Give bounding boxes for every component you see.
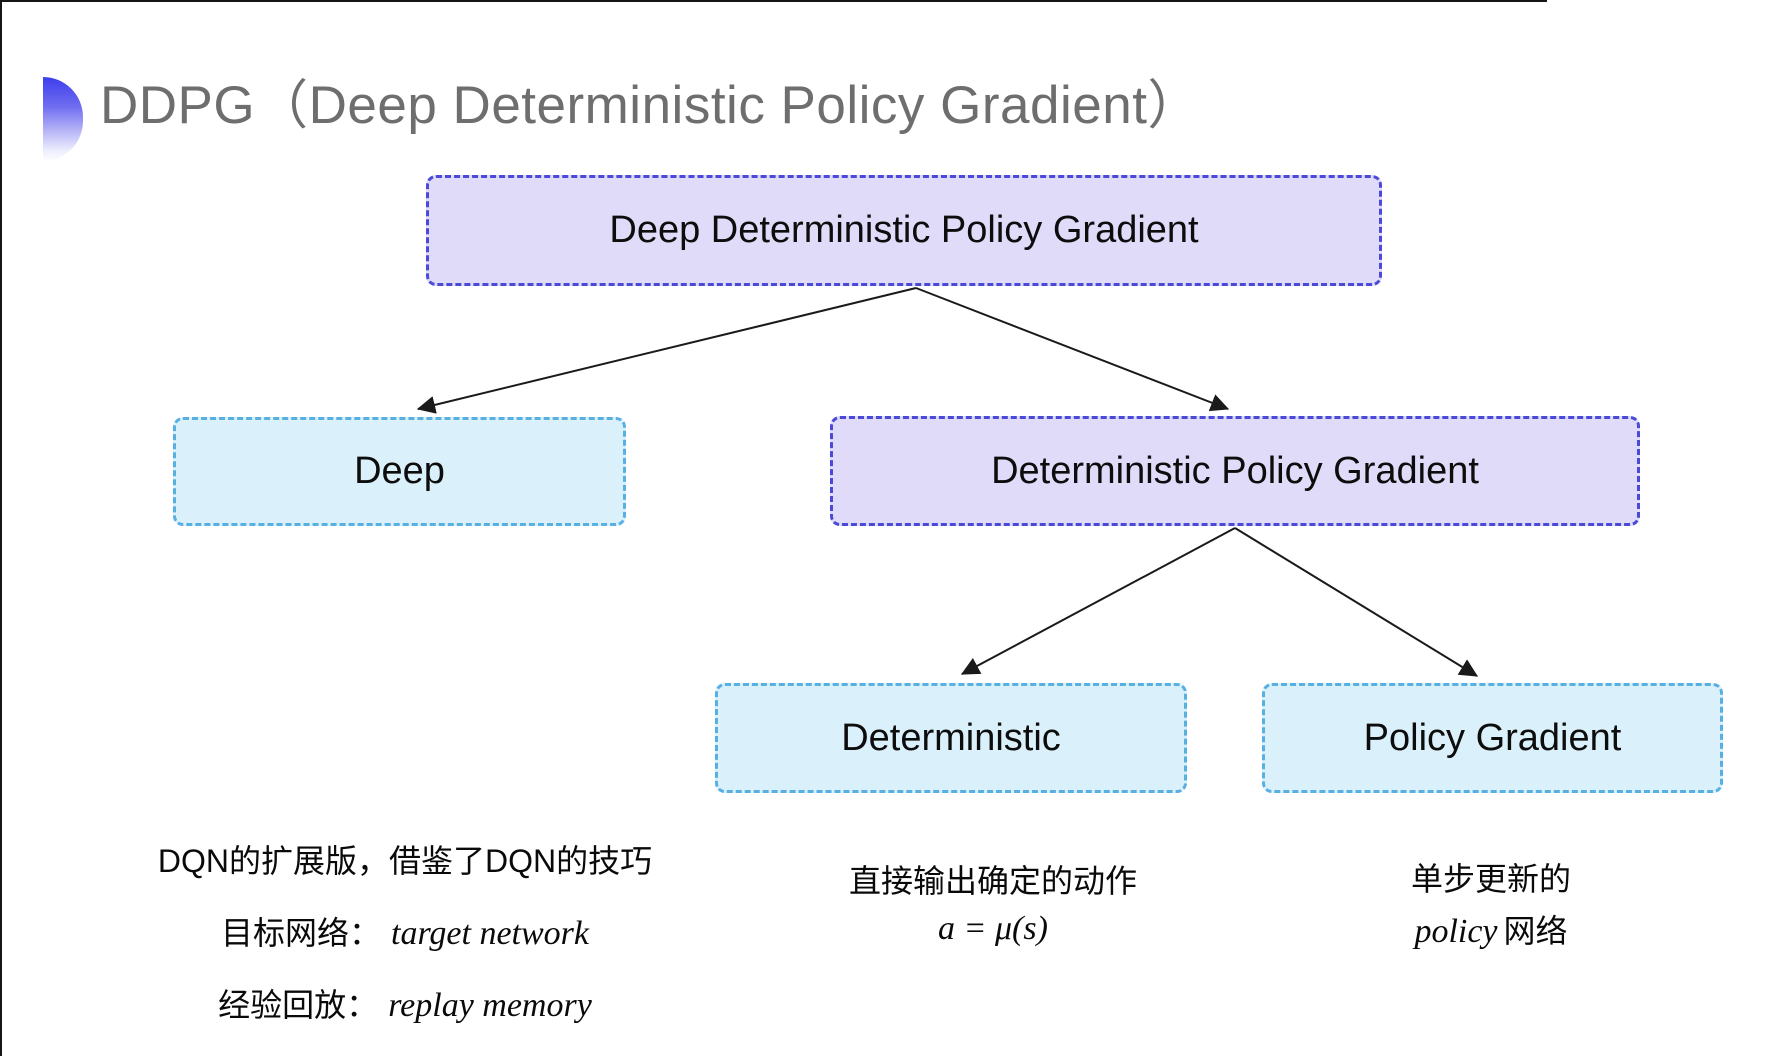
node-label: Deep <box>354 450 445 492</box>
node-label: Policy Gradient <box>1363 716 1622 759</box>
note-text: 单步更新的 <box>1410 861 1571 897</box>
edge-root-dpg <box>915 287 1230 412</box>
node-label: Deterministic Policy Gradient <box>991 449 1479 492</box>
frame-left-edge <box>0 0 2 1056</box>
frame-top-edge <box>0 0 1547 2</box>
node-label: Deep Deterministic Policy Gradient <box>609 209 1199 251</box>
note-line: a = μ(s) <box>743 910 1243 948</box>
node-deterministic: Deterministic <box>715 683 1187 793</box>
note-line: DQN的扩展版，借鉴了DQN的技巧 <box>105 836 705 882</box>
edge-dpg-policy-gradient <box>1234 527 1479 677</box>
note-term: replay memory <box>388 987 592 1024</box>
note-text: DQN的扩展版，借鉴了DQN的技巧 <box>157 843 653 879</box>
note-label: 目标网络： <box>220 915 381 951</box>
page-title: DDPG（Deep Deterministic Policy Gradient） <box>100 76 1201 135</box>
note-formula: a = μ(s) <box>938 910 1048 947</box>
note-term: policy <box>1414 913 1498 950</box>
edge-root-deep <box>416 287 917 414</box>
node-deep-deterministic-policy-gradient: Deep Deterministic Policy Gradient <box>426 175 1382 286</box>
note-label: 经验回放： <box>218 987 379 1023</box>
note-line: 直接输出确定的动作 <box>743 856 1243 902</box>
note-text: 直接输出确定的动作 <box>848 863 1137 899</box>
note-line: 经验回放：replay memory <box>105 980 705 1026</box>
note-text: 网络 <box>1503 913 1568 949</box>
node-deep: Deep <box>173 417 626 526</box>
note-deep: DQN的扩展版，借鉴了DQN的技巧 目标网络： target network 经验… <box>105 836 705 1052</box>
note-line: 目标网络： target network <box>105 908 705 954</box>
node-policy-gradient: Policy Gradient <box>1262 683 1723 793</box>
note-term: target network <box>391 915 589 952</box>
note-line: 单步更新的 <box>1241 854 1741 900</box>
note-deterministic: 直接输出确定的动作 a = μ(s) <box>743 856 1243 956</box>
node-label: Deterministic <box>841 716 1061 759</box>
edge-dpg-deterministic <box>960 527 1236 675</box>
node-deterministic-policy-gradient: Deterministic Policy Gradient <box>830 416 1640 526</box>
